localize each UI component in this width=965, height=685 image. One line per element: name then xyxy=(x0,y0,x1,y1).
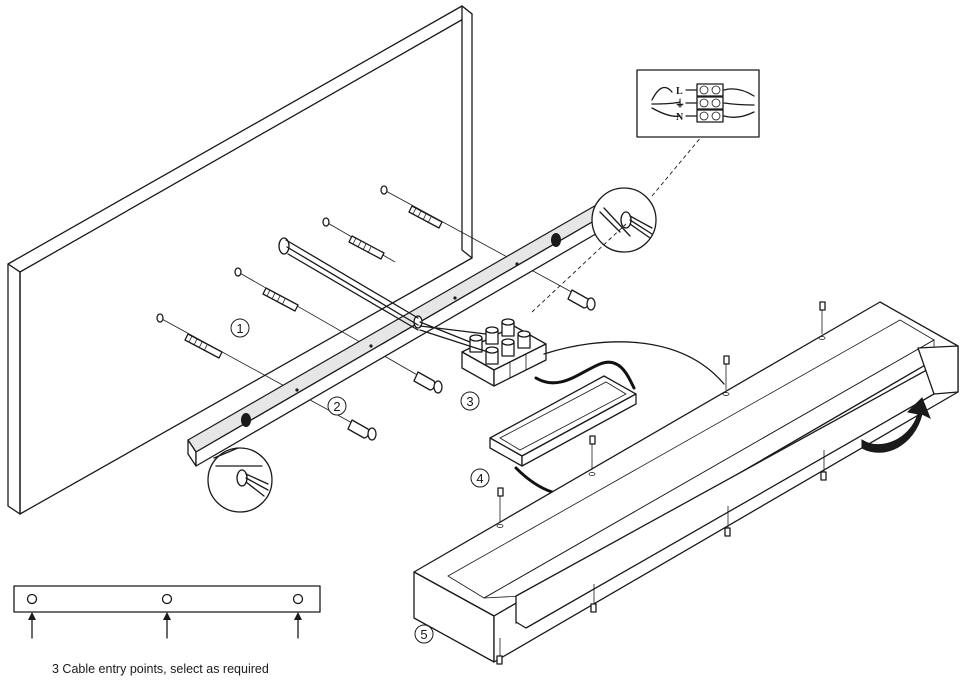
lamp-screws xyxy=(496,301,827,665)
cable-block-to-driver xyxy=(534,360,636,390)
wall-plug-screw-top xyxy=(380,185,596,311)
cable-entry-hole-center xyxy=(161,593,173,605)
cable-entry-hole-right xyxy=(292,593,304,605)
mounting-bracket xyxy=(187,203,607,467)
callout-3: 3 xyxy=(460,391,480,411)
callout-1: 1 xyxy=(230,318,250,338)
callout-4: 4 xyxy=(470,468,490,488)
mains-cable xyxy=(278,237,419,331)
inset-leader xyxy=(651,135,703,197)
wall xyxy=(7,5,473,515)
svg-text:1: 1 xyxy=(236,321,243,336)
svg-text:3: 3 xyxy=(466,394,473,409)
terminal-inset xyxy=(636,69,760,138)
detail-circle-right xyxy=(591,187,657,253)
terminal-label-earth: ⏚ xyxy=(675,98,685,110)
terminal-label-live: L xyxy=(676,86,683,97)
lamp-body xyxy=(413,301,959,663)
terminal-block xyxy=(419,318,547,387)
terminal-label-neutral: N xyxy=(676,112,684,123)
cable-block-to-lamp xyxy=(543,341,725,385)
inset-leader-2 xyxy=(531,223,627,313)
svg-text:4: 4 xyxy=(476,471,483,486)
wall-plug-screw-4 xyxy=(156,313,377,441)
cable-entry-strip xyxy=(13,585,321,639)
cable-driver-to-lamp xyxy=(514,466,554,494)
detail-circle-left xyxy=(207,447,273,513)
callout-2: 2 xyxy=(327,396,347,416)
rotate-arrow-icon xyxy=(861,397,931,453)
callout-5: 5 xyxy=(414,624,434,644)
svg-text:5: 5 xyxy=(420,627,427,642)
cable-entry-caption: 3 Cable entry points, select as required xyxy=(52,662,269,676)
led-driver xyxy=(489,375,637,467)
svg-text:2: 2 xyxy=(333,399,340,414)
wall-plug-screw-3 xyxy=(234,267,443,394)
cable-entry-hole-left xyxy=(26,593,38,605)
wall-plug-screw-2 xyxy=(322,217,396,263)
